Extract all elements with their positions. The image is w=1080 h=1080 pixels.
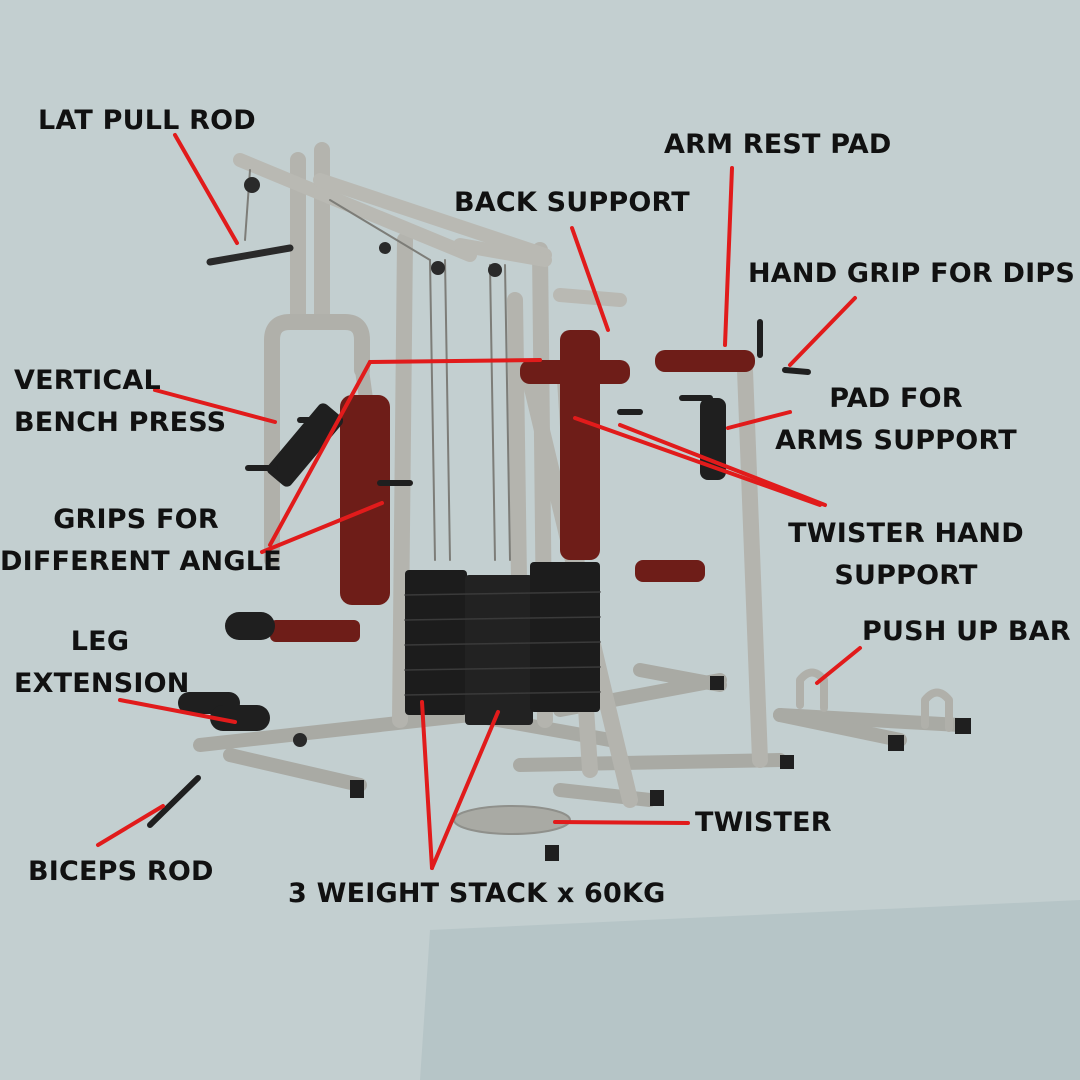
label-weight-stack: 3 WEIGHT STACK x 60KG [288, 878, 666, 909]
handles [147, 319, 811, 828]
label-biceps-rod: BICEPS ROD [28, 856, 214, 887]
lat-bar [206, 244, 294, 266]
callout-back-support [570, 226, 610, 332]
callout-lat-pull-rod [173, 133, 239, 245]
callout-arm-rest-pad [723, 166, 734, 347]
label-vertical-bench-press: VERTICAL BENCH PRESS [14, 360, 226, 444]
label-twister-hand-support-line2: SUPPORT [834, 560, 978, 591]
label-arm-rest-pad: ARM REST PAD [664, 129, 892, 160]
callout-hand-grip-dips [788, 296, 857, 367]
pads [270, 330, 755, 642]
label-back-support: BACK SUPPORT [454, 187, 690, 218]
callout-lines [96, 133, 862, 870]
label-hand-grip-for-dips: HAND GRIP FOR DIPS [748, 258, 1075, 289]
weight-stacks [404, 562, 601, 725]
label-pad-for-arms-support-line2: ARMS SUPPORT [775, 425, 1017, 456]
label-leg-extension-line2: EXTENSION [14, 668, 190, 699]
callout-grips-angle-c [368, 358, 542, 364]
callout-weight-stack-b [430, 710, 500, 870]
label-grips-line2: DIFFERENT ANGLE [0, 546, 282, 577]
top-beams [233, 153, 627, 307]
label-vertical-bench-press-line1: VERTICAL [14, 365, 161, 396]
callout-push-up-bar [815, 646, 862, 685]
label-leg-extension-line1: LEG [70, 626, 130, 657]
label-pad-for-arms-support-line1: PAD FOR [829, 383, 963, 414]
callout-grips-angle-a [260, 501, 384, 554]
callout-twister [553, 820, 690, 825]
callout-vertical-bench-press [153, 388, 277, 424]
label-twister-hand-support: TWISTER HAND SUPPORT [788, 513, 1024, 597]
floor-shadow [420, 900, 1080, 1080]
label-leg-extension: LEG EXTENSION [14, 621, 190, 705]
callout-leg-extension [118, 698, 237, 724]
label-lat-pull-rod: LAT PULL ROD [38, 105, 256, 136]
gym-machine [147, 142, 971, 861]
callout-pad-arms-support [726, 410, 792, 430]
callout-weight-stack-a [420, 700, 434, 870]
feet [350, 676, 971, 861]
label-pad-for-arms-support: PAD FOR ARMS SUPPORT [775, 378, 1017, 462]
label-push-up-bar: PUSH UP BAR [862, 616, 1071, 647]
callout-biceps-rod [96, 804, 165, 847]
label-vertical-bench-press-line2: BENCH PRESS [14, 407, 227, 438]
callout-twister-hand-a [573, 416, 822, 507]
label-twister-hand-support-line1: TWISTER HAND [788, 518, 1024, 549]
callout-twister-hand-b [618, 423, 827, 507]
label-grips-for-different-angle: GRIPS FOR DIFFERENT ANGLE [0, 499, 282, 583]
bench-press-frame [264, 314, 370, 568]
label-twister: TWISTER [695, 807, 832, 838]
twister-disc [453, 805, 571, 835]
push-up-bars [796, 668, 953, 732]
callout-grips-angle-b [268, 360, 372, 547]
pulleys [244, 177, 502, 747]
label-grips-line1: GRIPS FOR [53, 504, 219, 535]
